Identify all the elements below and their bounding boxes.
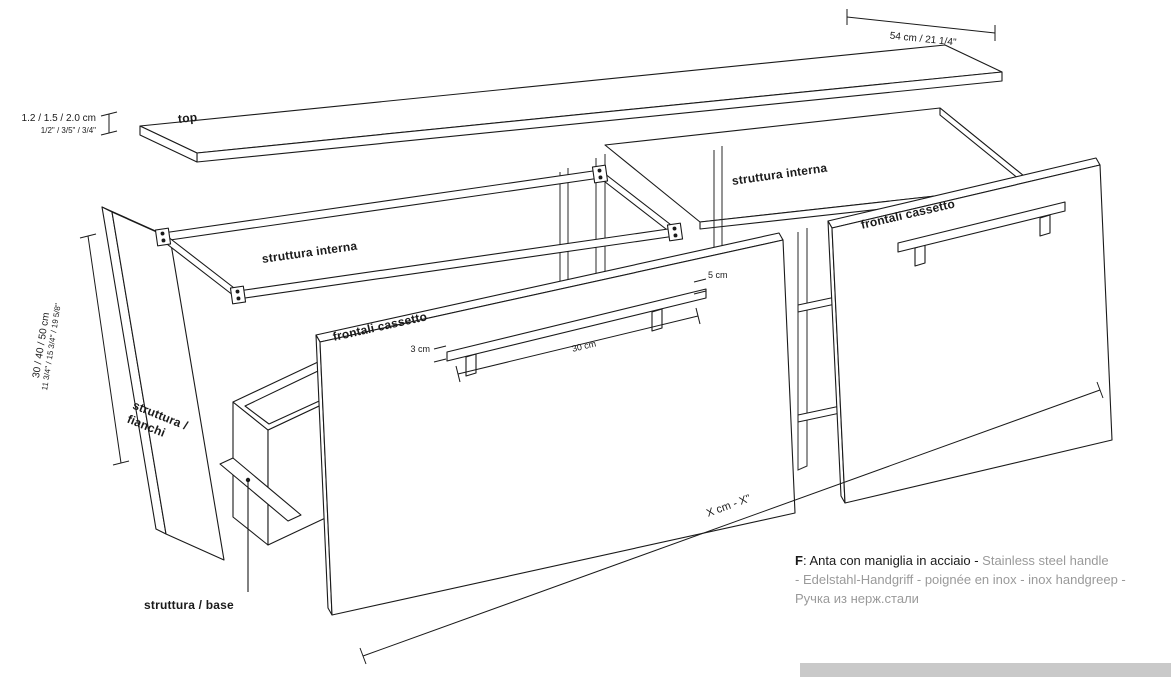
handle-right (897, 201, 1066, 267)
label-struttura-base: struttura / base (144, 598, 234, 612)
dim-label-handle-gap: 5 cm (708, 270, 728, 280)
footnote-italian: : Anta con maniglia in acciaio - (802, 553, 983, 568)
side-panel (101, 206, 225, 561)
mounting-plate (154, 227, 172, 247)
mounting-plate (591, 164, 609, 184)
dim-thickness (100, 111, 118, 136)
base-leader (245, 477, 251, 592)
inner-frame (154, 164, 684, 305)
dim-handle-marks (433, 278, 707, 383)
dim-height (79, 233, 130, 466)
mounting-plate (229, 285, 247, 305)
footnote-line2: - Edelstahl-Handgriff - poignée en inox … (795, 572, 1126, 587)
dim-label-thickness-cm: 1.2 / 1.5 / 2.0 cm (21, 113, 96, 124)
footnote-english: Stainless steel handle (982, 553, 1109, 568)
dim-label-thickness-in: 1/2" / 3/5" / 3/4" (40, 126, 96, 135)
footnote-line1: F: Anta con maniglia in acciaio - Stainl… (795, 551, 1167, 570)
footnote-line3: Ручка из нерж.стали (795, 591, 919, 606)
drawer-front-left (315, 232, 796, 616)
top-panel (139, 44, 1003, 163)
dim-label-handle-height: 3 cm (410, 344, 430, 354)
dim-depth (846, 9, 996, 41)
footnote: F: Anta con maniglia in acciaio - Stainl… (795, 551, 1167, 608)
label-top-panel: top (177, 110, 198, 126)
footer-bar (800, 663, 1171, 677)
mounting-plate (666, 222, 684, 242)
footnote-key: F (795, 553, 803, 568)
dim-width (359, 381, 1104, 665)
